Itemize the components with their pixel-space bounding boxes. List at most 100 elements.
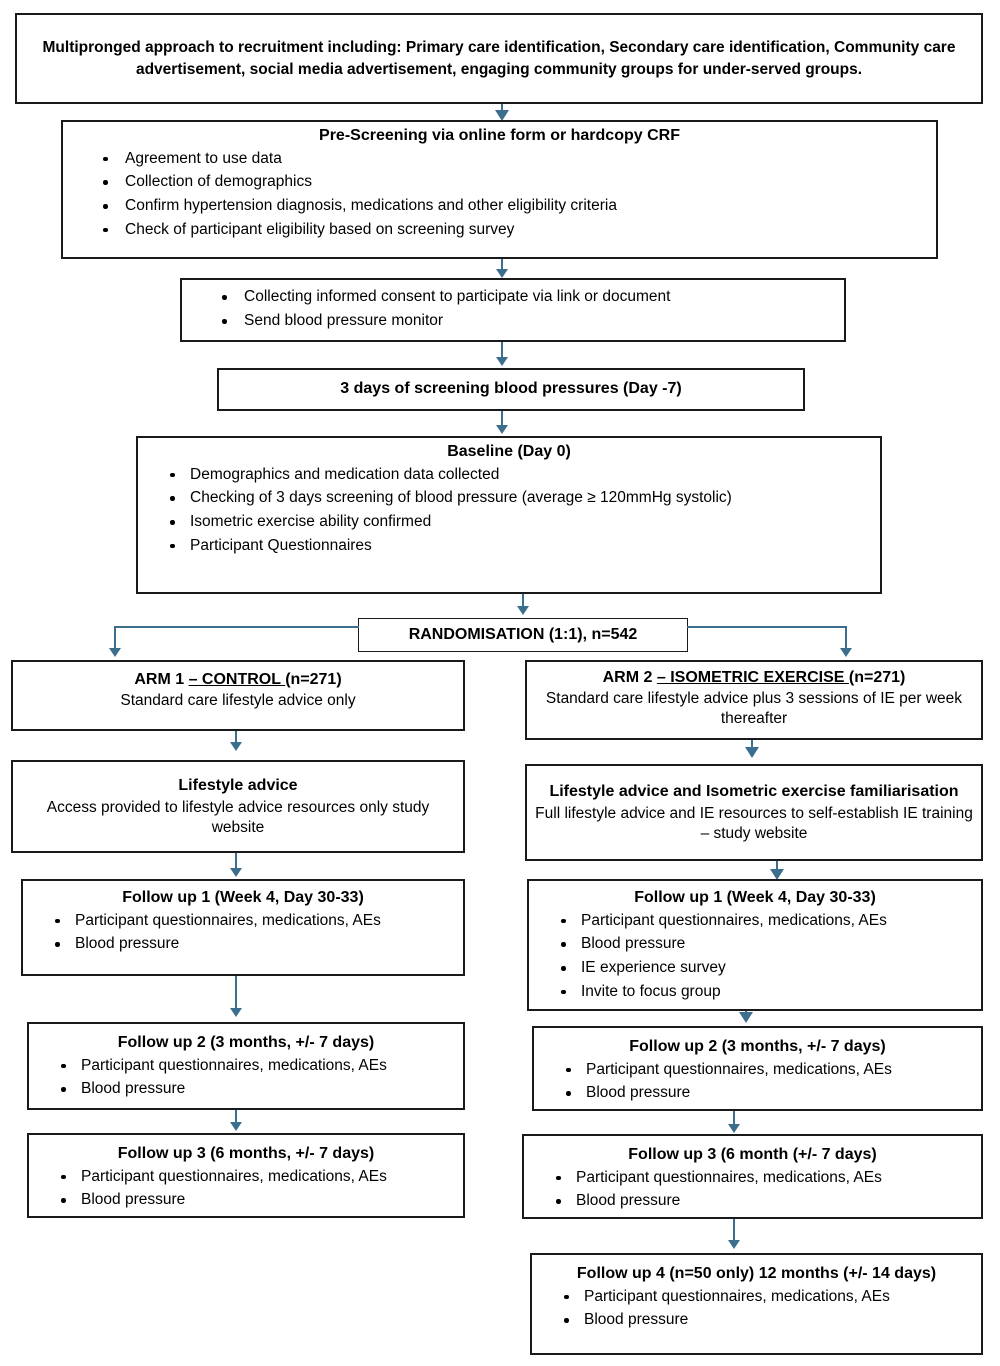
arm2-title-underlined: – ISOMETRIC EXERCISE [656, 669, 849, 686]
arrow-screening-baseline [496, 425, 508, 434]
list-item: Collecting informed consent to participa… [188, 287, 838, 307]
connector-arm1-fu1-fu2 [235, 976, 237, 1014]
connector-arm2-lifestyle-fu1 [776, 861, 778, 875]
arm1-title-underlined: – CONTROL [188, 671, 286, 688]
arm1-followup1-box: Follow up 1 (Week 4, Day 30-33) Particip… [21, 879, 465, 976]
arrow-arm2-fu1-fu2 [739, 1012, 753, 1023]
arm2-followup4-title: Follow up 4 (n=50 only) 12 months (+/- 1… [576, 1265, 937, 1282]
connector-prescreening-consent [501, 259, 503, 273]
arm1-title-prefix: ARM 1 [134, 671, 189, 688]
list-item: Confirm hypertension diagnosis, medicati… [69, 196, 930, 216]
arm2-lifestyle-body: Full lifestyle advice and IE resources t… [535, 804, 973, 842]
arrow-arm1-fu1-fu2 [230, 1008, 242, 1017]
arm2-followup1-box: Follow up 1 (Week 4, Day 30-33) Particip… [527, 879, 983, 1011]
arm2-followup1-list: Participant questionnaires, medications,… [535, 911, 975, 1002]
arm2-followup3-box: Follow up 3 (6 month (+/- 7 days) Partic… [522, 1134, 983, 1219]
list-item: Participant questionnaires, medications,… [535, 911, 975, 931]
arm2-title-prefix: ARM 2 [602, 669, 657, 686]
list-item: IE experience survey [535, 958, 975, 978]
list-item: Agreement to use data [69, 149, 930, 169]
consent-box: Collecting informed consent to participa… [180, 278, 846, 342]
list-item: Participant questionnaires, medications,… [35, 1167, 457, 1187]
arrow-recruitment-prescreening [495, 110, 509, 121]
arm2-title: ARM 2 – ISOMETRIC EXERCISE (n=271) [533, 668, 975, 689]
connector-baseline-randomisation [522, 594, 524, 608]
arrow-baseline-randomisation [517, 606, 529, 615]
list-item: Participant questionnaires, medications,… [538, 1287, 975, 1307]
screening-bp-box: 3 days of screening blood pressures (Day… [217, 368, 805, 411]
list-item: Collection of demographics [69, 172, 930, 192]
arm1-box: ARM 1 – CONTROL (n=271) Standard care li… [11, 660, 465, 731]
arm1-lifestyle-title: Lifestyle advice [178, 776, 298, 794]
baseline-title: Baseline (Day 0) [447, 443, 571, 460]
connector-arm2-fu3-fu4 [733, 1219, 735, 1244]
arrow-arm1-lifestyle-fu1 [230, 868, 242, 877]
list-item: Blood pressure [535, 934, 975, 954]
arm1-followup2-title: Follow up 2 (3 months, +/- 7 days) [117, 1034, 375, 1051]
list-item: Demographics and medication data collect… [144, 465, 874, 485]
list-item: Invite to focus group [535, 982, 975, 1002]
arrow-consent-screening [496, 357, 508, 366]
list-item: Participant questionnaires, medications,… [35, 1056, 457, 1076]
arm2-followup3-list: Participant questionnaires, medications,… [530, 1168, 975, 1212]
screening-bp-title: 3 days of screening blood pressures (Day… [340, 380, 682, 398]
arm2-title-suffix: (n=271) [848, 669, 906, 686]
connector-arm2-lifestyle [751, 740, 753, 753]
arm2-followup2-title: Follow up 2 (3 months, +/- 7 days) [629, 1038, 886, 1055]
arm2-followup2-list: Participant questionnaires, medications,… [540, 1060, 975, 1104]
arm2-followup2-box: Follow up 2 (3 months, +/- 7 days) Parti… [532, 1026, 983, 1111]
arm2-followup4-list: Participant questionnaires, medications,… [538, 1287, 975, 1331]
list-item: Blood pressure [538, 1310, 975, 1330]
list-item: Blood pressure [540, 1083, 975, 1103]
list-item: Blood pressure [29, 934, 457, 954]
connector-screening-baseline [501, 411, 503, 428]
baseline-box: Baseline (Day 0) Demographics and medica… [136, 436, 882, 594]
arrow-arm2-lifestyle [745, 747, 759, 758]
connector-rand-left-horizontal [114, 626, 359, 628]
list-item: Isometric exercise ability confirmed [144, 512, 874, 532]
arm2-lifestyle-title: Lifestyle advice and Isometric exercise … [549, 782, 959, 800]
connector-arm1-lifestyle [235, 731, 237, 745]
connector-arm2-fu2-fu3 [733, 1111, 735, 1127]
arm2-lifestyle-box: Lifestyle advice and Isometric exercise … [525, 764, 983, 861]
arm2-followup3-title: Follow up 3 (6 month (+/- 7 days) [628, 1146, 877, 1163]
arm1-followup2-list: Participant questionnaires, medications,… [35, 1056, 457, 1100]
list-item: Participant questionnaires, medications,… [540, 1060, 975, 1080]
recruitment-text: Multipronged approach to recruitment inc… [42, 38, 956, 78]
list-item: Blood pressure [530, 1191, 975, 1211]
prescreening-title: Pre-Screening via online form or hardcop… [319, 127, 680, 144]
arm1-followup1-title: Follow up 1 (Week 4, Day 30-33) [122, 889, 364, 906]
arrow-arm1-lifestyle [230, 742, 242, 751]
arrow-arm2-fu2-fu3 [728, 1124, 740, 1133]
connector-rand-right-vertical [845, 626, 847, 651]
arm2-box: ARM 2 – ISOMETRIC EXERCISE (n=271) Stand… [525, 660, 983, 740]
list-item: Participant Questionnaires [144, 536, 874, 556]
randomisation-title: RANDOMISATION (1:1), n=542 [408, 625, 638, 643]
arm1-lifestyle-box: Lifestyle advice Access provided to life… [11, 760, 465, 853]
arm2-followup1-title: Follow up 1 (Week 4, Day 30-33) [634, 889, 876, 906]
list-item: Blood pressure [35, 1079, 457, 1099]
arm1-followup1-list: Participant questionnaires, medications,… [29, 911, 457, 955]
list-item: Check of participant eligibility based o… [69, 220, 930, 240]
connector-arm1-lifestyle-fu1 [235, 853, 237, 871]
connector-consent-screening [501, 342, 503, 360]
arrow-randomisation-arm2 [840, 648, 852, 657]
arrow-arm1-fu2-fu3 [230, 1122, 242, 1131]
connector-rand-left-vertical [114, 626, 116, 651]
list-item: Participant questionnaires, medications,… [29, 911, 457, 931]
arrow-prescreening-consent [496, 269, 508, 278]
arm1-lifestyle-body: Access provided to lifestyle advice reso… [46, 798, 430, 836]
arrow-randomisation-arm1 [109, 648, 121, 657]
arm1-followup3-box: Follow up 3 (6 months, +/- 7 days) Parti… [27, 1133, 465, 1218]
arrow-arm2-fu3-fu4 [728, 1240, 740, 1249]
list-item: Send blood pressure monitor [188, 311, 838, 331]
list-item: Blood pressure [35, 1190, 457, 1210]
arm1-followup2-box: Follow up 2 (3 months, +/- 7 days) Parti… [27, 1022, 465, 1110]
arm1-title: ARM 1 – CONTROL (n=271) [19, 670, 457, 691]
arm2-subtitle: Standard care lifestyle advice plus 3 se… [545, 689, 963, 727]
randomisation-box: RANDOMISATION (1:1), n=542 [358, 618, 688, 652]
connector-arm1-fu2-fu3 [235, 1110, 237, 1125]
list-item: Checking of 3 days screening of blood pr… [144, 488, 874, 508]
prescreening-list: Agreement to use data Collection of demo… [69, 149, 930, 240]
